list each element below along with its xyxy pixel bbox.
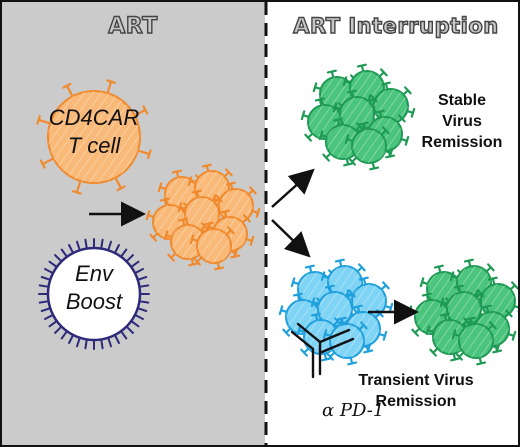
cluster-cell [189, 221, 239, 271]
cluster-cell [451, 316, 501, 366]
pd1-antibody-icon [290, 322, 355, 379]
cd4car-label-line2: T cell [67, 133, 121, 158]
cd4car-t-cell [36, 79, 152, 195]
cd4car-label-line1: CD4CAR [48, 105, 140, 130]
env-boost-label: Env Boost [44, 260, 144, 316]
expanded-car-t-cell-cluster [145, 163, 261, 271]
transient-line2: Remission [375, 393, 457, 410]
anti-pd1-label: α PD-1 [322, 400, 385, 421]
stable-line3: Remission [421, 134, 503, 151]
art-panel-title: ART [108, 13, 158, 39]
transient-remission-cell-cluster [278, 258, 394, 366]
stable-line2: Virus [442, 113, 482, 130]
cd4car-cell-body [36, 79, 152, 195]
env-boost-particle [38, 238, 150, 350]
cluster-cell [344, 121, 394, 171]
cluster-cell [296, 312, 346, 362]
restored-cell-cluster [407, 258, 518, 366]
env-label-line1: Env [75, 261, 113, 286]
cluster-cell [425, 312, 475, 362]
transient-virus-remission-label: Transient Virus Remission [336, 370, 496, 412]
transient-line1: Transient Virus [358, 372, 474, 389]
env-label-line2: Boost [65, 289, 123, 314]
stable-line1: Stable [437, 92, 486, 109]
cluster-cell [163, 217, 213, 267]
cd4car-t-cell-label: CD4CAR T cell [29, 104, 159, 160]
stable-virus-remission-label: Stable Virus Remission [412, 90, 512, 153]
arrow-to-transient [271, 219, 311, 258]
cluster-cell [318, 117, 368, 167]
art-interruption-panel-title: ART Interruption [293, 13, 499, 38]
stable-remission-cell-cluster [300, 63, 416, 171]
arrow-to-stable [271, 168, 315, 208]
